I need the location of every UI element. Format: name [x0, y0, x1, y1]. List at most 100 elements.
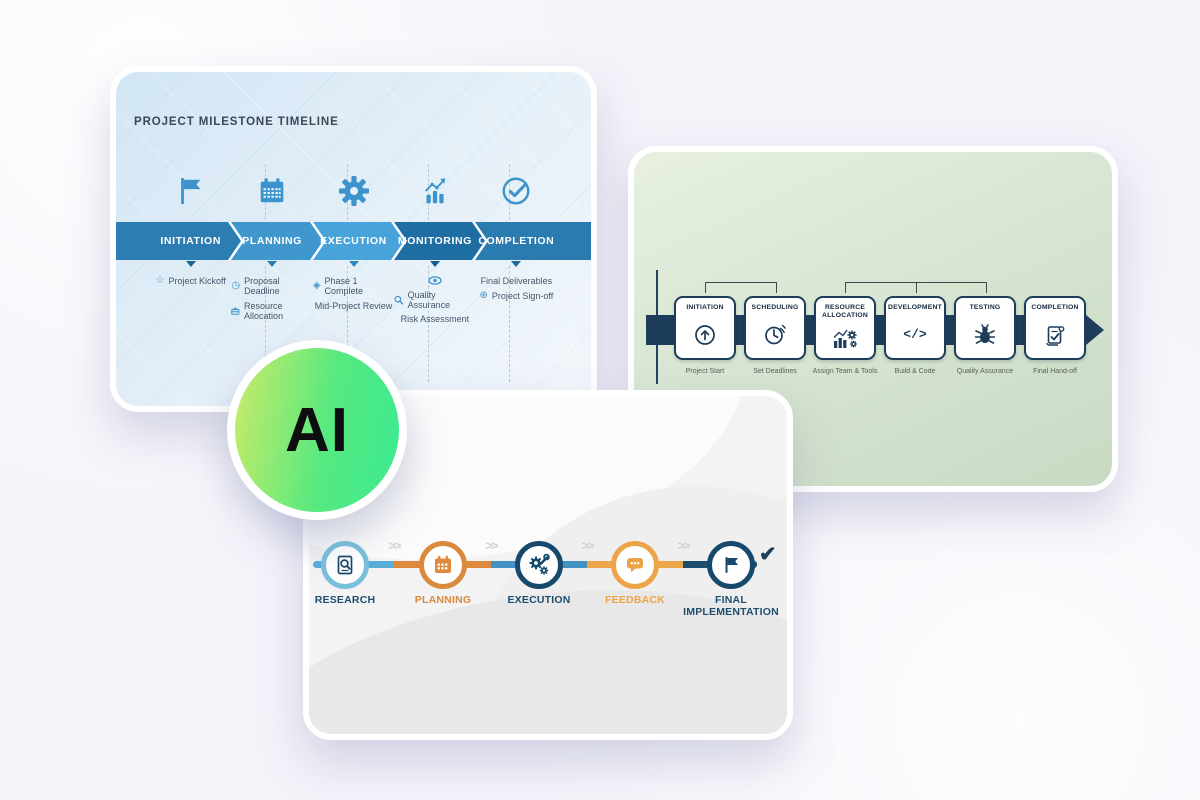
pointer-triangle: [511, 261, 522, 267]
phase-label: EXECUTION: [320, 235, 387, 247]
chevron-segment: [116, 222, 244, 260]
timer-icon: [765, 324, 786, 345]
card-title: PROJECT MILESTONE TIMELINE: [134, 116, 339, 128]
chevron-segment: [231, 222, 326, 260]
double-chevron-icon: >>: [485, 538, 498, 553]
star-icon: ☆: [155, 275, 165, 286]
chart-gears-icon: [833, 329, 857, 348]
process-step-box: DEVELOPMENT </>: [884, 296, 946, 360]
process-step-caption: Build & Code: [894, 368, 936, 375]
pointer-triangle: [348, 261, 359, 267]
milestone-item-text: Mid-Project Review: [314, 300, 393, 311]
milestone-item: Mid-Project Review: [315, 301, 393, 311]
clock-icon: ◷: [231, 280, 241, 291]
bug-icon: [974, 323, 996, 344]
magnifier-icon: [394, 295, 404, 305]
process-step-box: SCHEDULING: [744, 296, 806, 360]
process-step-title: DEVELOPMENT: [888, 304, 942, 311]
column-divider: [509, 266, 510, 382]
step-label: FEEDBACK: [605, 594, 665, 606]
chevron-segment: [313, 222, 407, 260]
process-step-title: SCHEDULING: [751, 304, 799, 311]
milestone-item: ☆ Project Kickoff: [155, 275, 226, 287]
flag-icon: [180, 177, 201, 205]
done-check-icon: ✔: [759, 543, 777, 566]
process-step-caption: Set Deadlines: [753, 368, 797, 375]
milestone-item: Risk Assessment: [401, 314, 470, 324]
column-divider: [428, 164, 429, 220]
gear-icon: [338, 176, 369, 206]
column-divider: [428, 266, 429, 382]
milestone-item: ◈ Phase 1 Complete: [313, 276, 394, 296]
flag-icon: [725, 557, 738, 573]
process-step-box: INITIATION: [674, 296, 736, 360]
step-circle: [419, 541, 467, 589]
pointer-triangle: [429, 261, 440, 267]
milestone-item: Final Deliverables: [481, 276, 553, 286]
step-circle: [707, 541, 755, 589]
process-step-title: TESTING: [969, 304, 1001, 311]
pointer-triangle: [185, 261, 196, 267]
step-label: FINAL IMPLEMENTATION: [683, 594, 779, 618]
group-bracket: [705, 282, 777, 293]
arrow-up-circle-icon: [695, 324, 715, 345]
chevron-segment: [475, 222, 591, 260]
milestone-item-text: Final Deliverables: [480, 276, 553, 286]
gears-wrench-icon: [529, 553, 550, 575]
phase-pointers-row: [150, 260, 557, 268]
document-search-icon: [337, 555, 353, 575]
milestone-item-text: Project Sign-off: [491, 290, 554, 301]
diamond-icon: ◈: [312, 280, 321, 291]
process-step-caption: Project Start: [685, 368, 725, 375]
column-divider: [265, 266, 266, 382]
group-bracket: [845, 282, 987, 293]
step-circle: [611, 541, 659, 589]
check-circle-icon: [502, 177, 530, 205]
phase-label: COMPLETION: [478, 235, 555, 247]
process-step-caption: Assign Team & Tools: [812, 368, 878, 375]
phase-label: PLANNING: [242, 235, 302, 247]
double-chevron-icon: >>: [388, 538, 401, 553]
phase-label: INITIATION: [160, 235, 222, 247]
eye-icon: [428, 276, 442, 285]
process-step-caption: Final Hand-off: [1033, 368, 1077, 375]
step-label: RESEARCH: [314, 594, 376, 606]
scroll-check-icon: [1046, 325, 1065, 346]
process-step-title: RESOURCE ALLOCATION: [821, 304, 869, 319]
step-circle: [321, 541, 369, 589]
calendar-icon: [435, 555, 451, 573]
process-step-box: COMPLETION: [1024, 296, 1086, 360]
milestone-item: Resource Allocation: [231, 301, 312, 321]
pointer-triangle: [267, 261, 278, 267]
process-step-caption: Quality Assurance: [956, 368, 1014, 375]
milestone-item-text: Quality Assurance: [407, 289, 451, 310]
chat-bubble-icon: [627, 558, 643, 573]
milestone-item: Quality Assurance: [394, 290, 475, 310]
bar-chart-icon: [424, 178, 446, 204]
milestone-item-text: Phase 1 Complete: [324, 276, 364, 296]
milestone-item: [428, 276, 442, 285]
milestone-item-text: Resource Allocation: [244, 300, 284, 321]
phase-labels-row: INITIATION PLANNING EXECUTION MONITORING…: [150, 222, 557, 260]
phase-chevron-band: [116, 222, 591, 260]
chevron-segment: [394, 222, 488, 260]
milestone-item: ⊕ Project Sign-off: [479, 289, 554, 301]
target-icon: ⊕: [479, 289, 488, 301]
process-step-title: INITIATION: [686, 304, 724, 311]
milestone-item-text: Proposal Deadline: [244, 276, 280, 296]
phase-items-row: ☆ Project Kickoff ◷ Proposal Deadline Re…: [150, 274, 557, 325]
process-step-box: TESTING: [954, 296, 1016, 360]
step-circle: [515, 541, 563, 589]
ai-badge-label: AI: [285, 395, 349, 465]
process-flow-card: INITIATION SCHEDULING RESOURCE ALLOCATIO…: [628, 146, 1118, 492]
ai-badge: AI: [227, 340, 407, 520]
step-label: PLANNING: [414, 594, 472, 606]
calendar-icon: [260, 178, 284, 203]
milestone-item-text: Risk Assessment: [400, 314, 470, 324]
double-chevron-icon: >>: [677, 538, 690, 553]
column-divider: [347, 266, 348, 382]
step-label: EXECUTION: [507, 594, 571, 606]
process-step-title: COMPLETION: [1031, 304, 1079, 311]
process-step-box: RESOURCE ALLOCATION: [814, 296, 876, 360]
phase-icons-row: [150, 167, 557, 215]
